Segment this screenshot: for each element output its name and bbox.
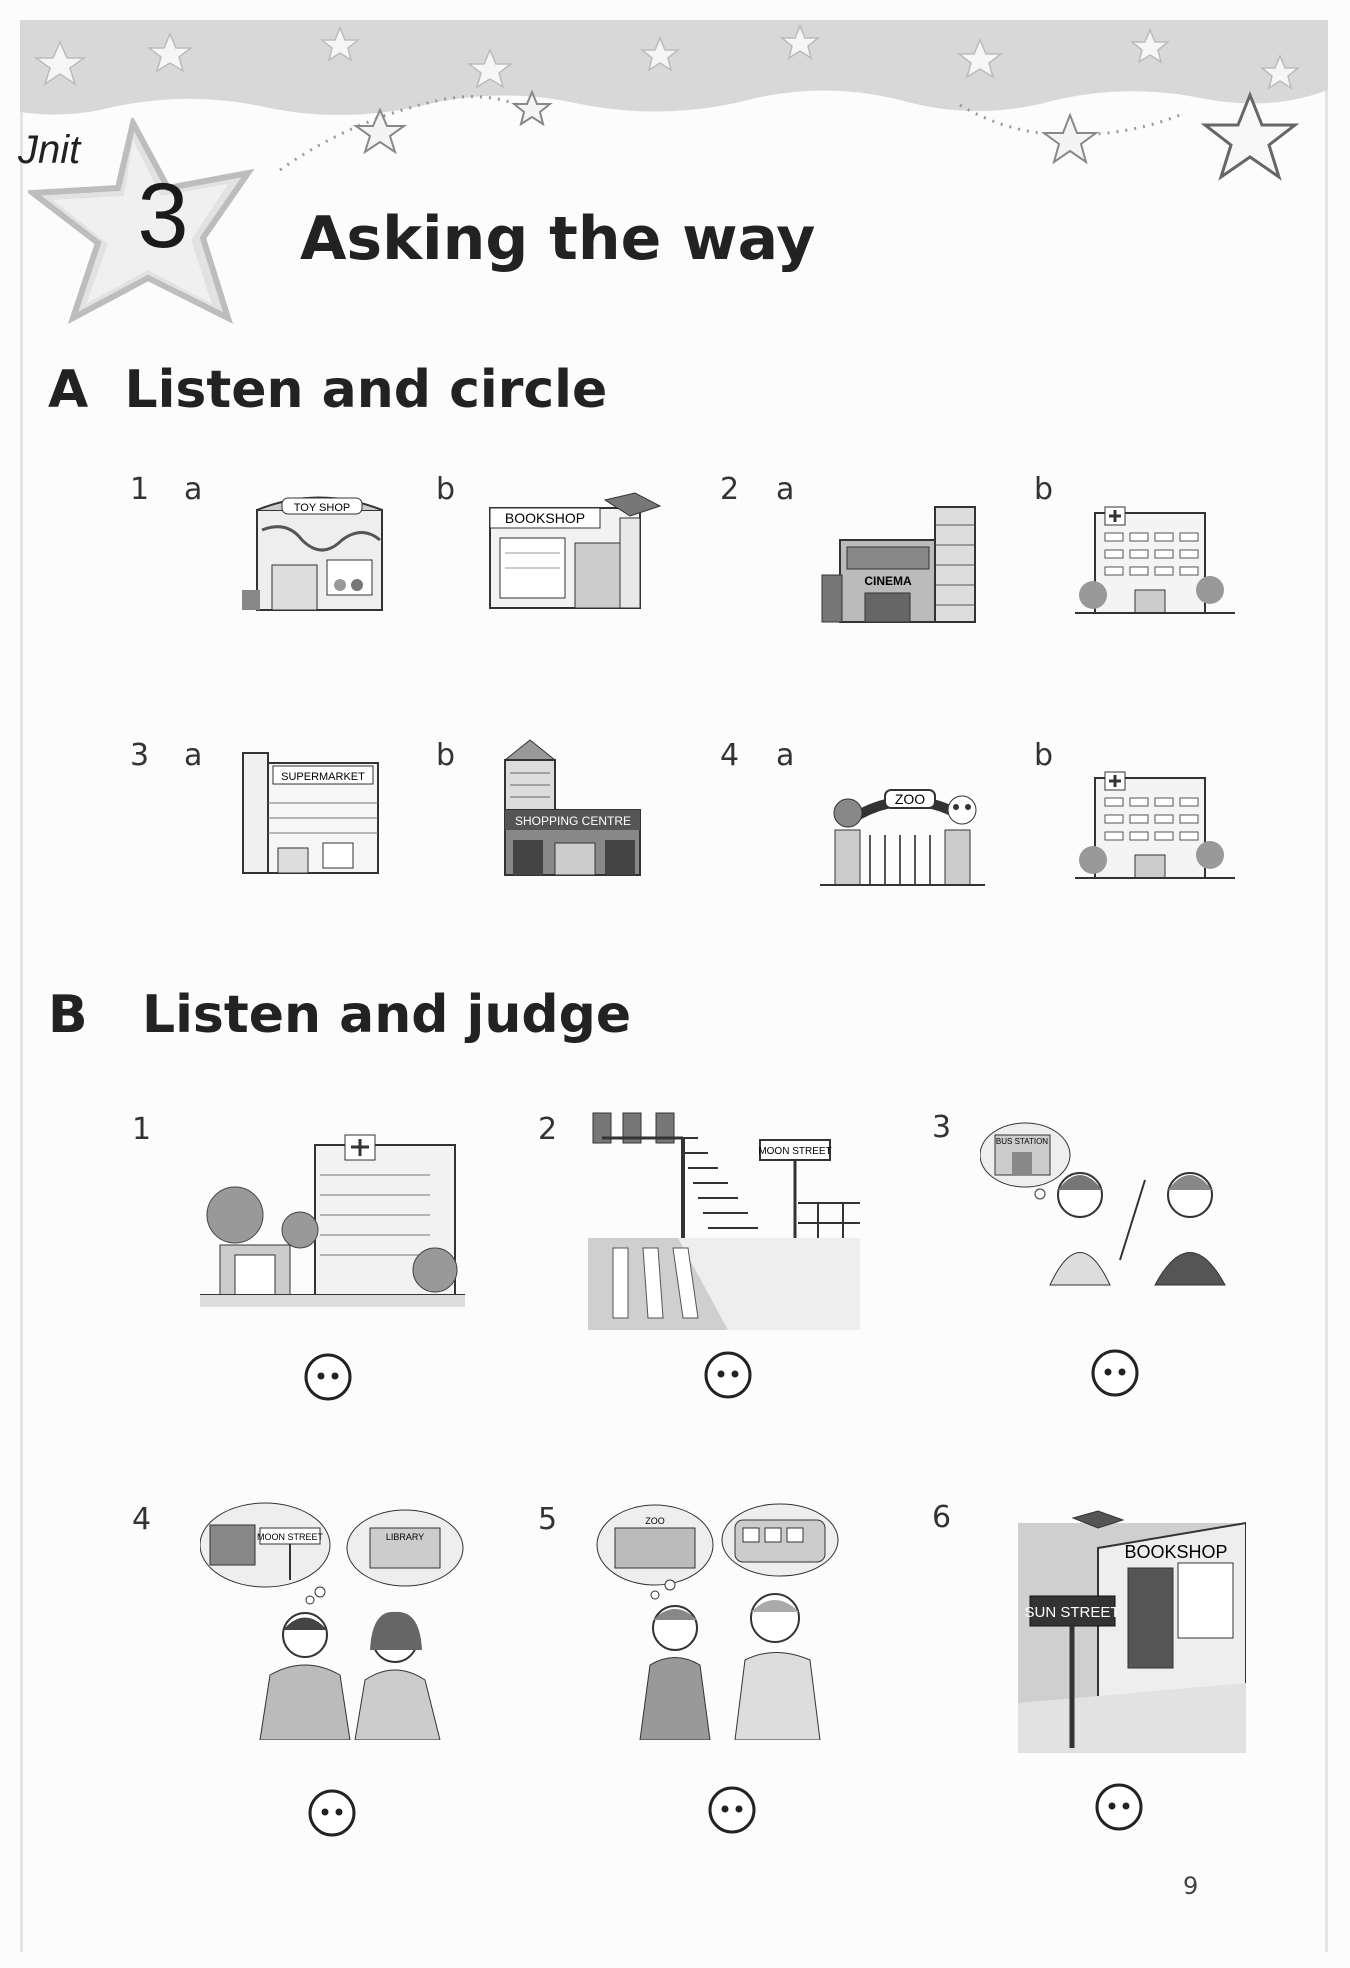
star-banner (20, 20, 1328, 115)
section-a-heading: A Listen and circle (48, 360, 607, 420)
sun-street-bookshop-picture: BOOKSHOP SUN STREET (1018, 1510, 1246, 1753)
sign-text: SUN STREET (1024, 1604, 1119, 1621)
section-b-heading: B Listen and judge (48, 985, 631, 1045)
sign-text: SUPERMARKET (281, 771, 365, 783)
option-letter: b (1034, 738, 1054, 773)
item-number: 1 (130, 472, 150, 507)
item-number: 4 (132, 1502, 152, 1537)
smiley-face-icon[interactable] (1094, 1782, 1144, 1832)
girls-phone-bus-station-picture: BUS STATION (980, 1122, 1226, 1286)
sign-text: LIBRARY (386, 1532, 424, 1542)
item-number: 6 (932, 1500, 952, 1535)
option-letter: a (776, 738, 795, 773)
section-b-letter: B (48, 985, 88, 1045)
section-b-title: Listen and judge (141, 985, 632, 1045)
man-woman-bus-library-picture: MOON STREET LIBRARY (200, 1502, 464, 1740)
sign-text: BUS STATION (996, 1137, 1048, 1146)
option-letter: b (436, 472, 456, 507)
smiley-face-icon[interactable] (707, 1785, 757, 1835)
star-trail-left (279, 89, 553, 172)
hospital-picture[interactable] (1075, 505, 1235, 620)
item-number: 3 (932, 1110, 952, 1145)
sign-text: MOON STREET (257, 1532, 324, 1542)
sign-text: MOON STREET (758, 1146, 831, 1157)
option-letter: b (1034, 472, 1054, 507)
unit-number: 3 (137, 165, 189, 267)
sign-text: ZOO (895, 791, 925, 807)
item-number: 1 (132, 1112, 152, 1147)
shopping-centre-picture[interactable]: SHOPPING CENTRE (495, 735, 645, 880)
option-letter: b (436, 738, 456, 773)
sign-text: TOY SHOP (294, 502, 350, 514)
option-letter: a (776, 472, 795, 507)
smiley-face-icon[interactable] (1090, 1348, 1140, 1398)
sign-text: BOOKSHOP (1124, 1542, 1227, 1562)
unit-label: Jnit (18, 128, 81, 172)
item-number: 3 (130, 738, 150, 773)
option-letter: a (184, 472, 203, 507)
item-number: 5 (538, 1502, 558, 1537)
item-number: 2 (720, 472, 740, 507)
hospital-picture[interactable] (1075, 770, 1235, 885)
sign-text: ZOO (645, 1516, 665, 1526)
star-trail-right (959, 90, 1300, 181)
bookshop-picture[interactable]: BOOKSHOP (485, 488, 665, 618)
page-edge-left (20, 22, 23, 1952)
item-number: 2 (538, 1112, 558, 1147)
section-a-letter: A (48, 360, 89, 420)
page-number: 9 (1183, 1872, 1199, 1900)
crossing-traffic-lights-picture: MOON STREET (588, 1112, 860, 1330)
unit-star-icon (28, 118, 255, 325)
page-title: Asking the way (300, 204, 816, 274)
zoo-gate-picture[interactable]: ZOO (820, 785, 985, 890)
cinema-picture[interactable]: CINEMA (820, 505, 980, 625)
toy-shop-picture[interactable]: TOY SHOP (232, 490, 392, 620)
sign-text: BOOKSHOP (505, 510, 585, 526)
option-letter: a (184, 738, 203, 773)
smiley-face-icon[interactable] (307, 1788, 357, 1838)
hospital-street-picture (200, 1134, 465, 1307)
sign-text: SHOPPING CENTRE (515, 814, 631, 828)
smiley-face-icon[interactable] (703, 1350, 753, 1400)
section-a-title: Listen and circle (124, 360, 608, 420)
sign-text: CINEMA (864, 574, 912, 588)
page-edge-right (1325, 22, 1328, 1952)
smiley-face-icon[interactable] (303, 1352, 353, 1402)
supermarket-picture[interactable]: SUPERMARKET (238, 748, 383, 878)
boys-zoo-train-picture: ZOO (596, 1503, 839, 1740)
item-number: 4 (720, 738, 740, 773)
